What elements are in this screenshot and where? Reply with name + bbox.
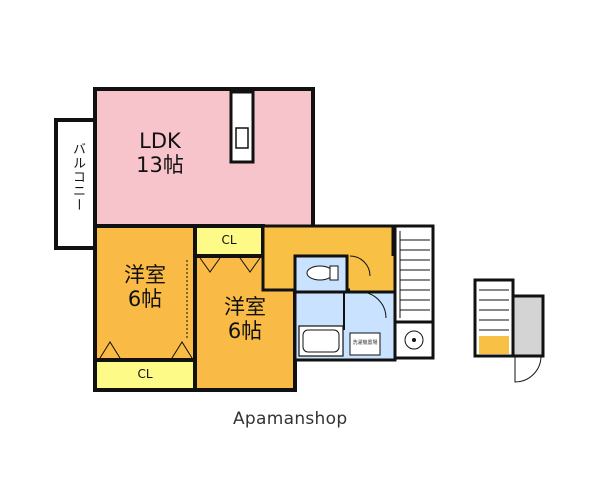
stairs: [393, 224, 435, 324]
washer-space: [349, 332, 381, 356]
bathtub-inner: [302, 329, 340, 353]
balcony-label: バルコニー: [70, 142, 85, 212]
toilet-door: [349, 255, 371, 277]
washer-space-label: 洗濯機置場: [352, 340, 378, 346]
ldk-label: LDK 13帖: [120, 129, 200, 177]
annex-stair-steps: [479, 289, 509, 331]
closet-top: [193, 224, 265, 258]
closet-bottom-label: CL: [137, 367, 153, 381]
closet-door-top: [199, 257, 221, 273]
western-left-size: 6帖: [127, 286, 163, 311]
ldk-room: [93, 87, 315, 229]
stair-steps: [399, 231, 430, 318]
toilet-tank: [329, 265, 339, 281]
western-room-right: [193, 254, 297, 392]
closet-door-top-2: [239, 257, 261, 273]
wash-basin-drain: [412, 338, 416, 342]
closet-door-left: [99, 341, 121, 359]
ldk-name: LDK: [139, 129, 181, 153]
western-left-label: 洋室 6帖: [105, 263, 185, 311]
western-right-label: 洋室 6帖: [205, 295, 285, 343]
annex-landing: [479, 336, 509, 354]
washroom-door: [359, 291, 387, 319]
hallway-lower: [350, 256, 395, 292]
western-right-name: 洋室: [224, 295, 266, 319]
closet-door-left-2: [171, 341, 193, 359]
toilet-bowl: [306, 265, 334, 281]
western-left-name: 洋室: [124, 263, 166, 287]
annex-door: [514, 355, 542, 383]
western-right-size: 6帖: [227, 318, 263, 343]
kitchen-counter: [229, 90, 255, 164]
closet-top-label: CL: [221, 233, 237, 247]
sink: [235, 127, 249, 149]
annex-storage: [511, 294, 545, 358]
brand-logo: Apamanshop: [233, 409, 348, 429]
balcony: [54, 118, 98, 250]
ldk-size: 13帖: [136, 152, 184, 177]
